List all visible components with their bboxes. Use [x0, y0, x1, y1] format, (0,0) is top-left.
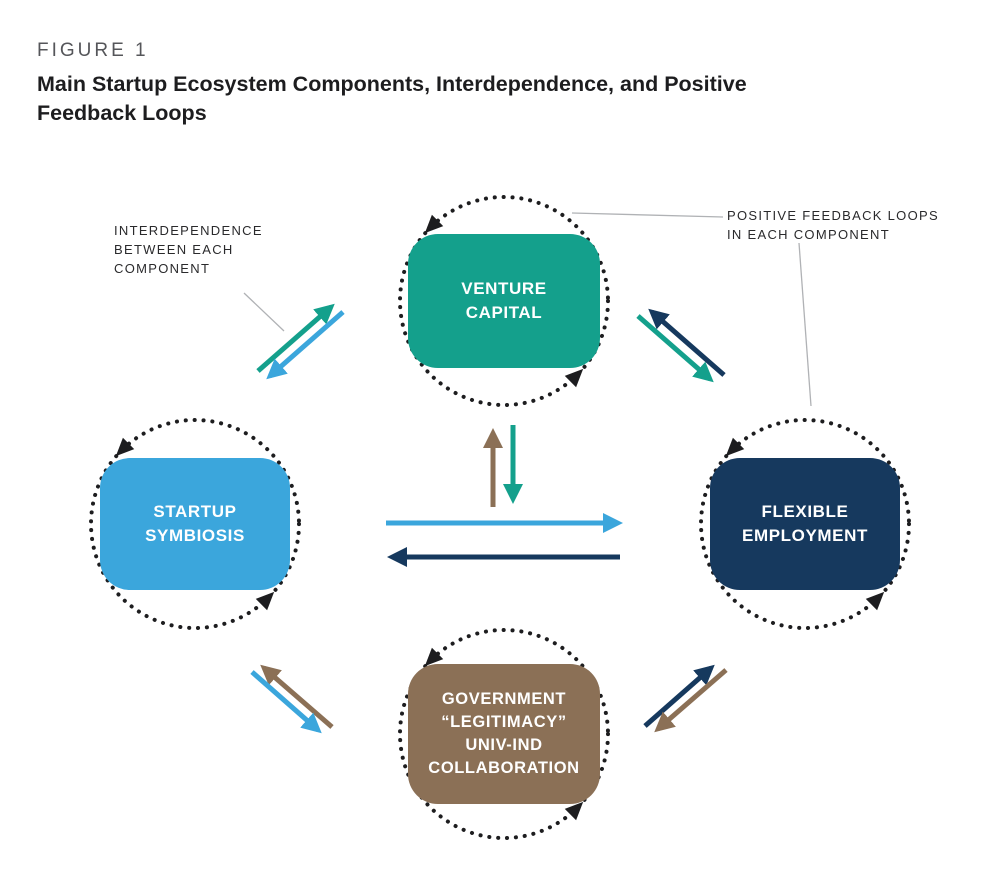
- arrow-venture-to-employment: [636, 314, 714, 383]
- annotation-pointer-lines: [243, 212, 812, 407]
- arrow-startup-to-government: [250, 670, 322, 734]
- feedback-loop-government: [398, 628, 610, 840]
- feedback-loop-venture-capital: [398, 195, 610, 407]
- loop-arrowhead-icon: [115, 437, 135, 457]
- annotation-interdependence-line-1: INTERDEPENDENCE: [114, 223, 263, 238]
- annotation-interdependence: INTERDEPENDENCE BETWEEN EACH COMPONENT: [114, 221, 263, 278]
- loop-arrowhead-icon: [255, 591, 275, 611]
- node-venture-capital-line-2: CAPITAL: [465, 303, 543, 322]
- loop-arrowhead-icon: [424, 647, 444, 667]
- feedback-loop-startup-symbiosis: [89, 418, 301, 630]
- figure-title: Main Startup Ecosystem Components, Inter…: [37, 70, 747, 128]
- annotation-feedback-loops: POSITIVE FEEDBACK LOOPS IN EACH COMPONEN…: [727, 206, 939, 244]
- interdependence-arrows: [250, 303, 728, 734]
- loop-arrowhead-icon: [564, 801, 584, 821]
- figure-title-line-1: Main Startup Ecosystem Components, Inter…: [37, 72, 747, 96]
- arrow-government-to-startup: [260, 664, 334, 729]
- feedback-loop-flexible-employment: [699, 418, 911, 630]
- node-startup-symbiosis-line-2: SYMBIOSIS: [145, 526, 245, 545]
- annotation-interdependence-line-3: COMPONENT: [114, 261, 211, 276]
- node-flexible-employment: FLEXIBLE EMPLOYMENT: [710, 458, 900, 590]
- node-government: GOVERNMENT “LEGITIMACY” UNIV-IND COLLABO…: [408, 664, 600, 804]
- arrow-employment-to-venture: [648, 308, 726, 377]
- loop-arrowhead-icon: [725, 437, 745, 457]
- figure-label: FIGURE 1: [37, 40, 149, 61]
- node-government-line-3: UNIV-IND: [465, 736, 543, 754]
- node-government-line-4: COLLABORATION: [428, 759, 580, 777]
- feedback-loop-arrowheads: [115, 214, 885, 821]
- arrow-venture-to-startup: [266, 310, 345, 380]
- loop-arrowhead-icon: [564, 368, 584, 388]
- pointer-line-feedback-to-employment-loop: [798, 242, 812, 407]
- node-venture-capital: VENTURE CAPITAL: [408, 234, 600, 368]
- node-flexible-employment-line-1: FLEXIBLE: [761, 502, 849, 521]
- node-flexible-employment-line-2: EMPLOYMENT: [742, 526, 868, 545]
- annotation-feedback-line-2: IN EACH COMPONENT: [727, 227, 890, 242]
- feedback-loops: [89, 195, 911, 840]
- annotation-feedback-line-1: POSITIVE FEEDBACK LOOPS: [727, 208, 939, 223]
- node-government-line-1: GOVERNMENT: [441, 690, 567, 708]
- pointer-line-interdependence: [243, 292, 285, 332]
- arrow-employment-to-government: [654, 668, 728, 733]
- loop-arrowhead-icon: [865, 591, 885, 611]
- node-government-line-2: “LEGITIMACY”: [441, 713, 567, 731]
- node-venture-capital-line-1: VENTURE: [461, 279, 547, 298]
- loop-arrowhead-icon: [424, 214, 444, 234]
- node-startup-symbiosis: STARTUP SYMBIOSIS: [100, 458, 290, 590]
- pointer-line-feedback-to-venture-loop: [571, 212, 724, 218]
- figure-title-line-2: Feedback Loops: [37, 101, 207, 125]
- arrow-government-to-employment: [643, 664, 715, 728]
- annotation-interdependence-line-2: BETWEEN EACH: [114, 242, 234, 257]
- node-startup-symbiosis-line-1: STARTUP: [153, 502, 237, 521]
